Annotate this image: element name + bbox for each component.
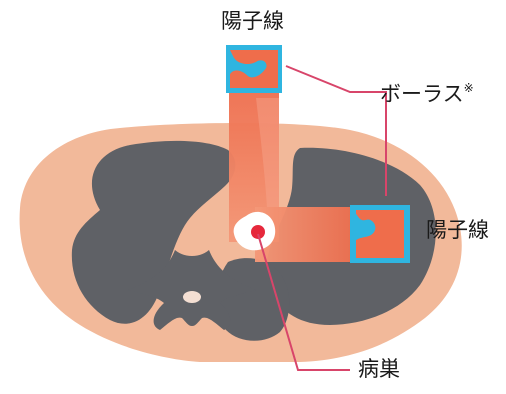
bolus-label-text: ボーラス (380, 82, 464, 106)
bolus-top (226, 45, 282, 93)
beam-label-right: 陽子線 (426, 220, 489, 241)
lesion-label: 病巣 (358, 359, 400, 380)
bolus-label: ボーラス※ (380, 84, 474, 105)
beam-label-top: 陽子線 (221, 11, 284, 32)
bolus-note-mark: ※ (464, 81, 474, 95)
bolus-right (350, 205, 410, 263)
